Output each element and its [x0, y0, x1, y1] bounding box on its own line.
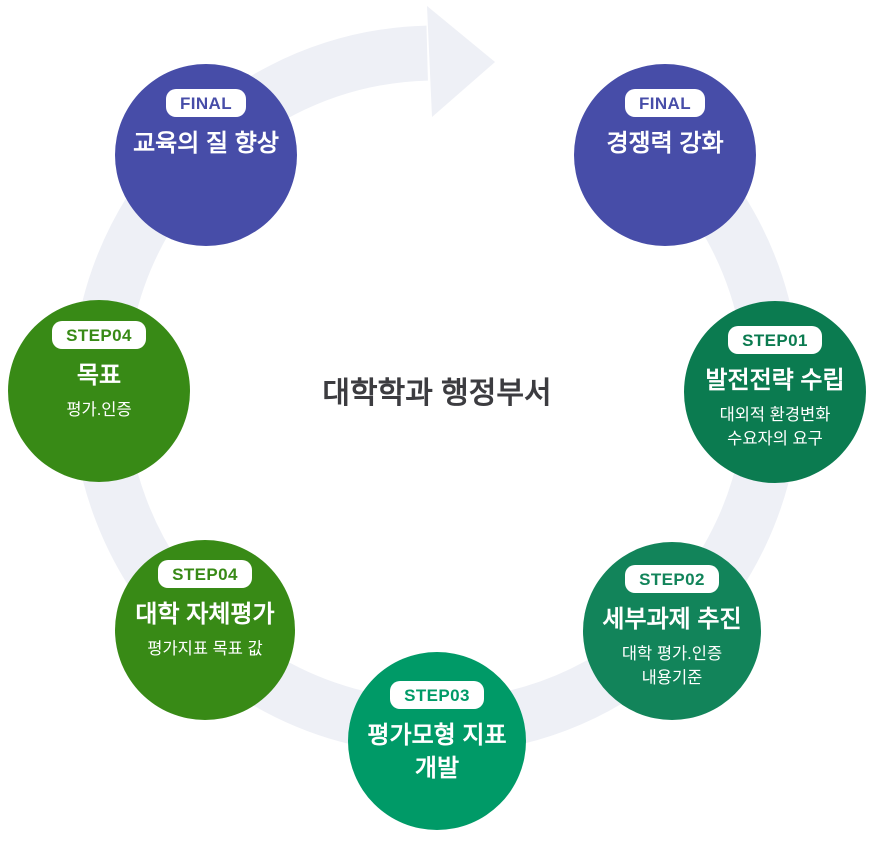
stage-badge: STEP01 — [728, 325, 822, 354]
stage-circle-step04-bottom: STEP04 대학 자체평가 평가지표 목표 값 — [115, 540, 295, 720]
stage-badge: STEP03 — [390, 681, 484, 710]
stage-title: 경쟁력 강화 — [606, 130, 724, 158]
stage-title: 대학 자체평가 — [135, 600, 275, 628]
stage-title: 평가모형 지표 개발 — [367, 722, 507, 782]
stage-circle-step04-left: STEP04 목표 평가.인증 — [8, 300, 190, 482]
stage-subtitle-line: 내용기준 — [641, 669, 703, 688]
stage-circle-final-left: FINAL 교육의 질 향상 — [115, 64, 297, 246]
stage-circle-step02: STEP02 세부과제 추진 대학 평가.인증 내용기준 — [583, 542, 761, 720]
stage-title: 교육의 질 향상 — [133, 130, 279, 158]
clockwise-arrowhead-icon — [427, 6, 495, 117]
stage-badge: STEP02 — [625, 564, 719, 593]
stage-title: 세부과제 추진 — [602, 605, 742, 633]
stage-badge: FINAL — [165, 89, 247, 118]
stage-title: 발전전략 수립 — [705, 366, 845, 394]
stage-badge: FINAL — [624, 89, 706, 118]
stage-badge: STEP04 — [158, 559, 252, 588]
stage-subtitle-line: 대학 평가.인증 — [621, 645, 723, 664]
stage-subtitle: 대외적 환경변화 수요자의 요구 — [720, 404, 831, 452]
stage-subtitle-line: 대외적 환경변화 — [719, 406, 831, 425]
stage-circle-final-right: FINAL 경쟁력 강화 — [574, 64, 756, 246]
stage-title: 목표 — [76, 361, 122, 389]
stage-circle-step01: STEP01 발전전략 수립 대외적 환경변화 수요자의 요구 — [684, 301, 866, 483]
stage-subtitle: 평가지표 목표 값 — [147, 638, 262, 662]
stage-subtitle: 평가.인증 — [66, 399, 131, 423]
stage-subtitle: 대학 평가.인증 내용기준 — [622, 643, 722, 691]
center-label: 대학학과 행정부서 — [322, 377, 552, 410]
stage-subtitle-line: 평가.인증 — [66, 401, 132, 420]
stage-circle-step03: STEP03 평가모형 지표 개발 — [348, 652, 526, 830]
stage-subtitle-line: 수요자의 요구 — [727, 430, 823, 449]
stage-subtitle-line: 평가지표 목표 값 — [147, 640, 263, 659]
stage-badge: STEP04 — [52, 320, 146, 349]
